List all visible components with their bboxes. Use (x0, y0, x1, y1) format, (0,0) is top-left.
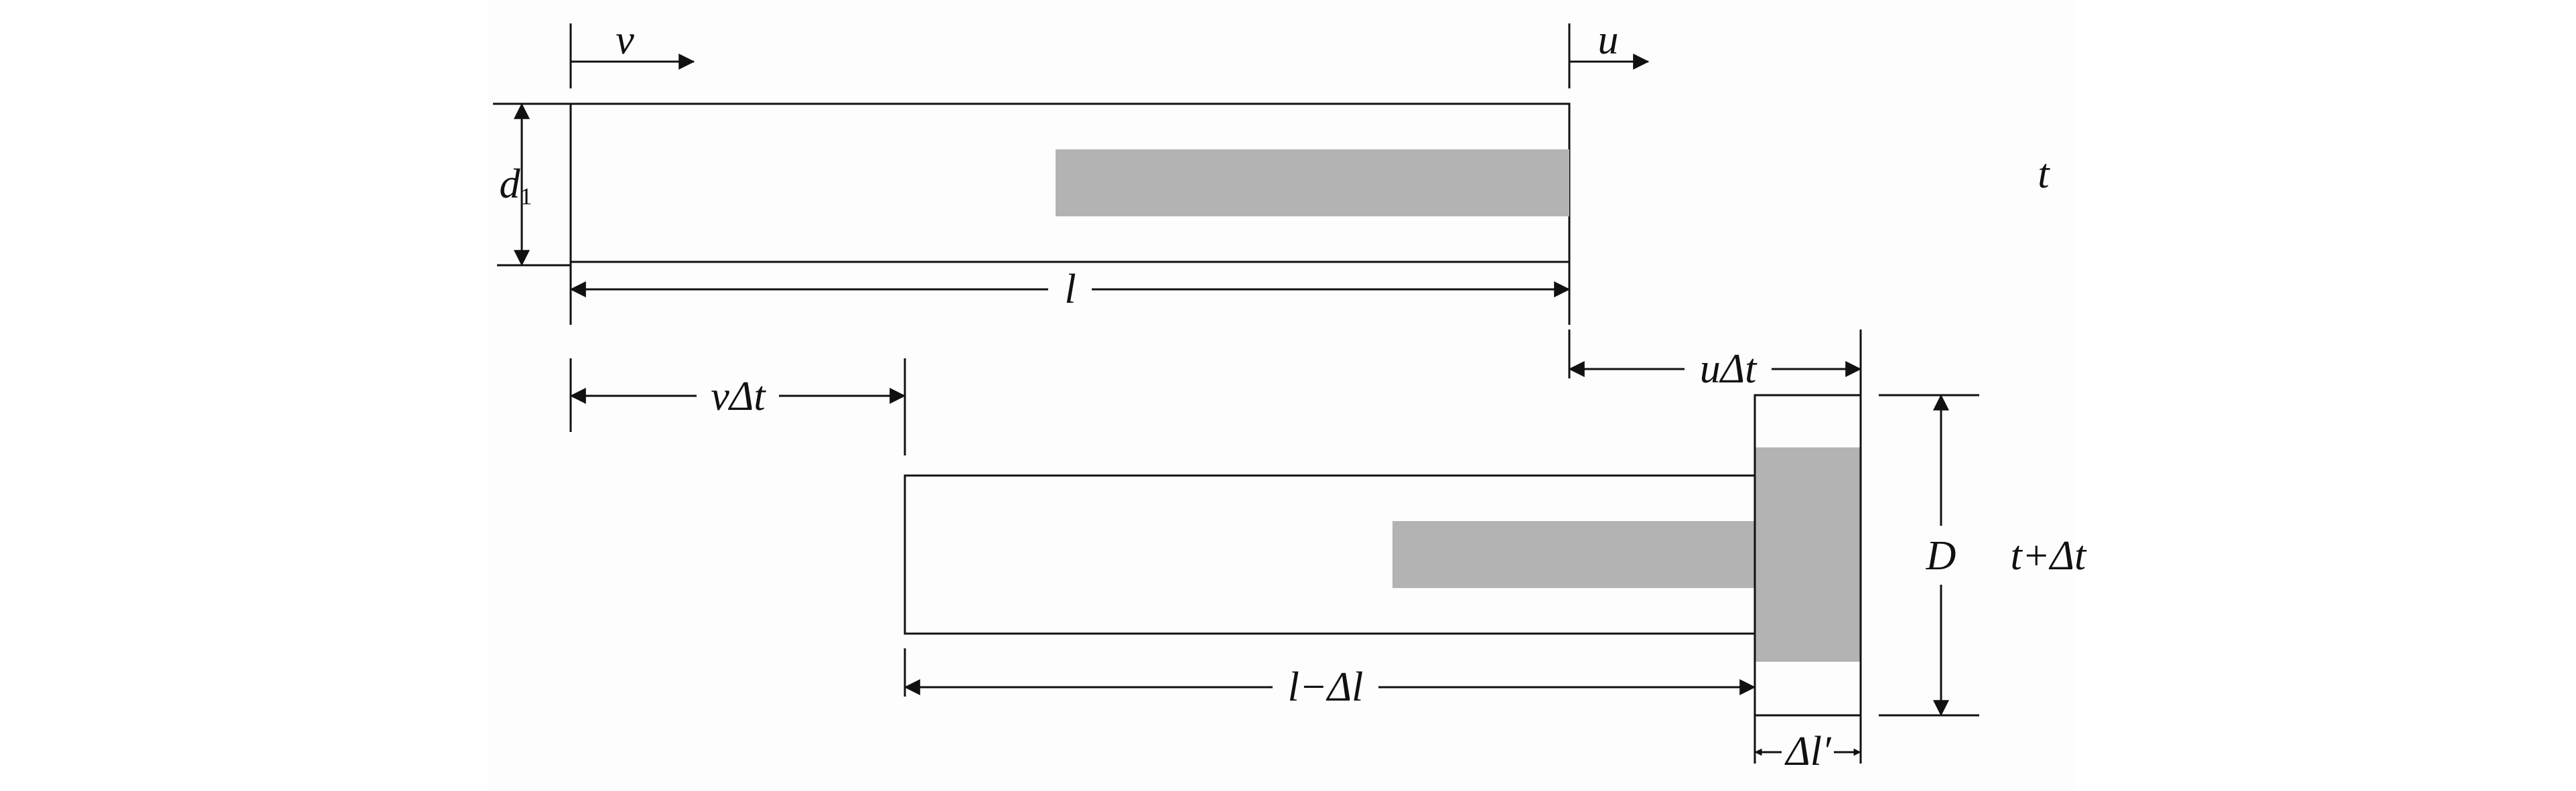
label-l: l (1064, 267, 1076, 312)
label-d1-main: d (500, 161, 521, 207)
bulge-region (1755, 447, 1861, 662)
label-v: v (616, 17, 634, 63)
label-t-plus-dt: t+Δt (2011, 533, 2087, 579)
bulge-outline (1754, 394, 1862, 717)
core-at-time-t (1056, 149, 1569, 216)
label-v-dt: vΔt (711, 374, 766, 419)
label-D: D (1926, 533, 1956, 579)
label-t: t (2037, 151, 2050, 197)
label-d1-subscript: 1 (520, 183, 532, 210)
core-at-time-t-plus-dt (1392, 521, 1755, 588)
label-l-minus-dl: l−Δl (1288, 664, 1364, 710)
label-u-dt: uΔt (1700, 346, 1758, 392)
label-u: u (1598, 17, 1619, 63)
label-dl-prime: Δl′ (1784, 729, 1832, 774)
label-d1: d1 (500, 161, 532, 210)
